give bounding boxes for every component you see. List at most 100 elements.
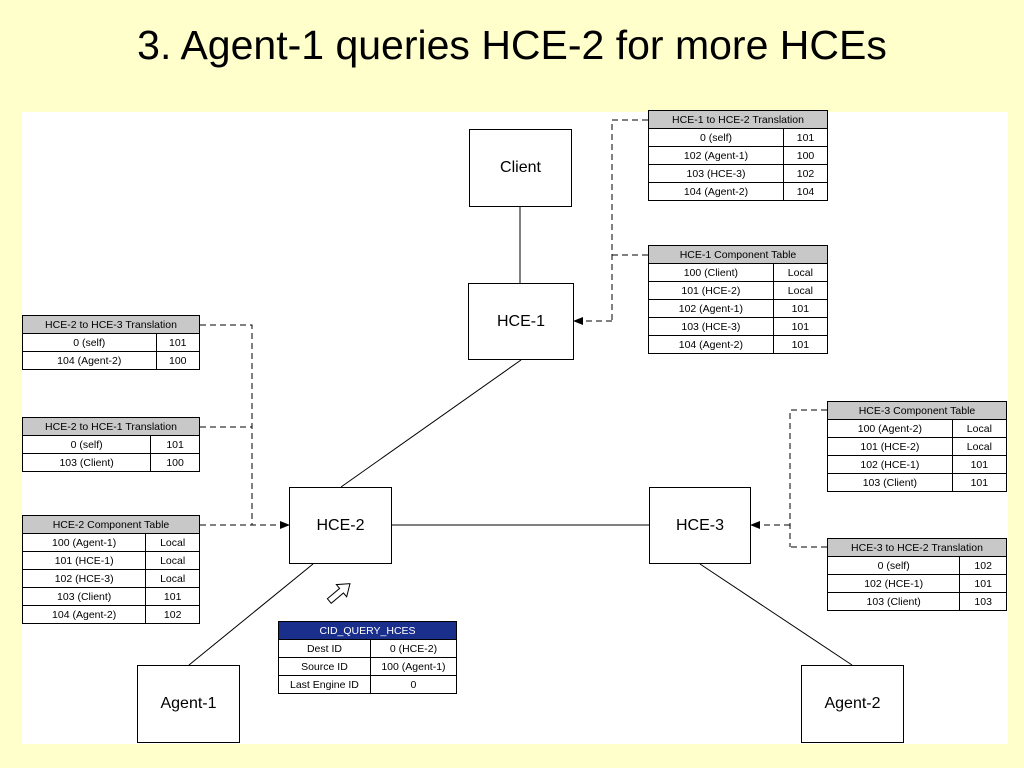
table-title: HCE-2 to HCE-1 Translation	[22, 417, 200, 436]
table-row: 102 (HCE-1)101	[826, 574, 1007, 593]
dash-hce1-translation	[611, 119, 648, 321]
table-cell: Dest ID	[278, 639, 371, 658]
hce3-to-hce2-translation-table: HCE-3 to HCE-2 Translation 0 (self)102 1…	[826, 538, 1007, 611]
link-hce1-hce2	[340, 359, 522, 488]
table-row: 100 (Agent-2)Local	[827, 419, 1008, 438]
table-cell: Last Engine ID	[278, 675, 371, 694]
table-row: 101 (HCE-2)Local	[648, 281, 829, 300]
table-cell: 103 (Client)	[21, 587, 147, 606]
table-cell: 101	[951, 473, 1008, 492]
table-cell: 101	[772, 317, 829, 336]
table-cell: 100 (Client)	[648, 263, 774, 282]
table-cell: 103 (Client)	[21, 453, 152, 472]
dash-hce2-to-hce3	[200, 324, 253, 525]
table-title: HCE-1 Component Table	[648, 245, 828, 264]
table-cell: 101	[951, 455, 1008, 474]
query-arrow-icon	[326, 583, 351, 605]
table-row: 101 (HCE-1)Local	[21, 551, 200, 570]
table-cell: 103 (Client)	[826, 592, 961, 611]
table-cell: 102	[959, 556, 1007, 575]
table-cell: 102	[145, 605, 200, 624]
table-cell: 103 (HCE-3)	[647, 164, 785, 183]
table-row: 0 (self)101	[21, 435, 200, 454]
table-cell: 102 (HCE-1)	[827, 455, 953, 474]
node-agent-1: Agent-1	[137, 665, 240, 743]
table-row: 104 (Agent-2)100	[22, 351, 201, 370]
node-hce-2: HCE-2	[289, 487, 392, 564]
table-row: 100 (Client)Local	[648, 263, 829, 282]
table-cell: 100	[150, 453, 200, 472]
table-cell: 101	[145, 587, 200, 606]
table-cell: Local	[772, 281, 829, 300]
table-cell: 102 (HCE-3)	[21, 569, 147, 588]
table-title: HCE-2 Component Table	[22, 515, 200, 534]
hce2-component-table: HCE-2 Component Table 100 (Agent-1)Local…	[21, 515, 200, 624]
table-cell: 102 (Agent-1)	[647, 146, 785, 165]
table-cell: 0 (HCE-2)	[369, 639, 458, 658]
table-row: 0 (self)101	[22, 333, 201, 352]
table-cell: 0 (self)	[826, 556, 961, 575]
node-client: Client	[469, 129, 572, 207]
table-cell: 104 (Agent-2)	[22, 351, 157, 370]
table-cell: 104 (Agent-2)	[647, 182, 785, 201]
table-cell: 101 (HCE-2)	[827, 437, 953, 456]
table-row: 104 (Agent-2)102	[21, 605, 200, 624]
table-row: 102 (HCE-3)Local	[21, 569, 200, 588]
table-cell: 101	[772, 335, 829, 354]
table-title: HCE-3 to HCE-2 Translation	[827, 538, 1007, 557]
table-cell: 100 (Agent-1)	[21, 533, 147, 552]
table-cell: Local	[145, 551, 200, 570]
table-cell: Source ID	[278, 657, 371, 676]
node-hce-3: HCE-3	[649, 487, 751, 564]
table-cell: Local	[772, 263, 829, 282]
table-row: 102 (HCE-1)101	[827, 455, 1008, 474]
table-title: HCE-1 to HCE-2 Translation	[648, 110, 828, 129]
table-row: 103 (Client)100	[21, 453, 200, 472]
table-cell: Local	[145, 533, 200, 552]
table-row: 103 (Client)101	[827, 473, 1008, 492]
table-row: 103 (HCE-3)101	[648, 317, 829, 336]
table-cell: 101 (HCE-2)	[648, 281, 774, 300]
table-row: 0 (self)101	[647, 128, 828, 147]
table-row: 103 (HCE-3)102	[647, 164, 828, 183]
message-title: CID_QUERY_HCES	[278, 621, 457, 640]
table-cell: 101	[155, 333, 201, 352]
table-row: 104 (Agent-2)101	[648, 335, 829, 354]
hce1-component-table: HCE-1 Component Table 100 (Client)Local …	[648, 245, 829, 354]
table-cell: 100 (Agent-2)	[827, 419, 953, 438]
table-cell: 101	[959, 574, 1007, 593]
table-row: 102 (Agent-1)101	[648, 299, 829, 318]
table-row: 104 (Agent-2)104	[647, 182, 828, 201]
table-cell: 100	[783, 146, 828, 165]
table-cell: 103	[959, 592, 1007, 611]
table-row: 101 (HCE-2)Local	[827, 437, 1008, 456]
table-cell: 103 (HCE-3)	[648, 317, 774, 336]
table-row: 103 (Client)101	[21, 587, 200, 606]
link-hce2-agent1	[188, 563, 314, 666]
table-cell: 103 (Client)	[827, 473, 953, 492]
table-cell: 101 (HCE-1)	[21, 551, 147, 570]
table-cell: 102 (Agent-1)	[648, 299, 774, 318]
table-cell: 104 (Agent-2)	[21, 605, 147, 624]
table-cell: 102 (HCE-1)	[826, 574, 961, 593]
dash-hce3-component	[789, 409, 827, 547]
table-cell: 100 (Agent-1)	[369, 657, 458, 676]
hce2-to-hce1-translation-table: HCE-2 to HCE-1 Translation 0 (self)101 1…	[21, 417, 200, 472]
node-hce-1: HCE-1	[468, 283, 574, 360]
slide-title: 3. Agent-1 queries HCE-2 for more HCEs	[137, 22, 887, 68]
table-cell: 0	[369, 675, 458, 694]
table-title: HCE-3 Component Table	[827, 401, 1007, 420]
table-cell: 102	[783, 164, 828, 183]
table-row: 0 (self)102	[826, 556, 1007, 575]
table-row: 102 (Agent-1)100	[647, 146, 828, 165]
table-cell: 0 (self)	[21, 435, 152, 454]
table-cell: Local	[951, 437, 1008, 456]
hce3-component-table: HCE-3 Component Table 100 (Agent-2)Local…	[827, 401, 1008, 492]
table-cell: 101	[150, 435, 200, 454]
table-cell: Local	[145, 569, 200, 588]
